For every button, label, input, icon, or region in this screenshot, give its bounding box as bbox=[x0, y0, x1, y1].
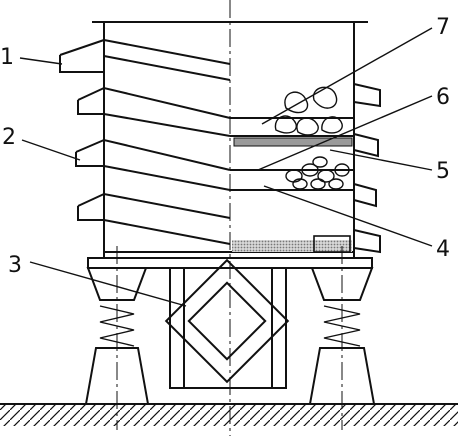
callout-3: 3 bbox=[8, 253, 22, 278]
spiral-track bbox=[59, 39, 381, 254]
vibration-motor bbox=[164, 258, 290, 384]
base-frame bbox=[87, 257, 373, 389]
material-layer bbox=[232, 240, 352, 252]
leader-lines bbox=[19, 27, 433, 307]
small-pieces bbox=[285, 156, 350, 190]
ground bbox=[0, 403, 458, 426]
cutaway-section bbox=[230, 117, 354, 253]
callout-6: 6 bbox=[436, 85, 450, 110]
callout-5: 5 bbox=[436, 159, 450, 184]
large-pieces bbox=[274, 86, 343, 136]
center-lines bbox=[116, 0, 343, 436]
callout-1: 1 bbox=[0, 45, 14, 70]
callout-7: 7 bbox=[436, 15, 450, 40]
callout-2: 2 bbox=[2, 125, 16, 150]
callout-4: 4 bbox=[436, 237, 450, 262]
